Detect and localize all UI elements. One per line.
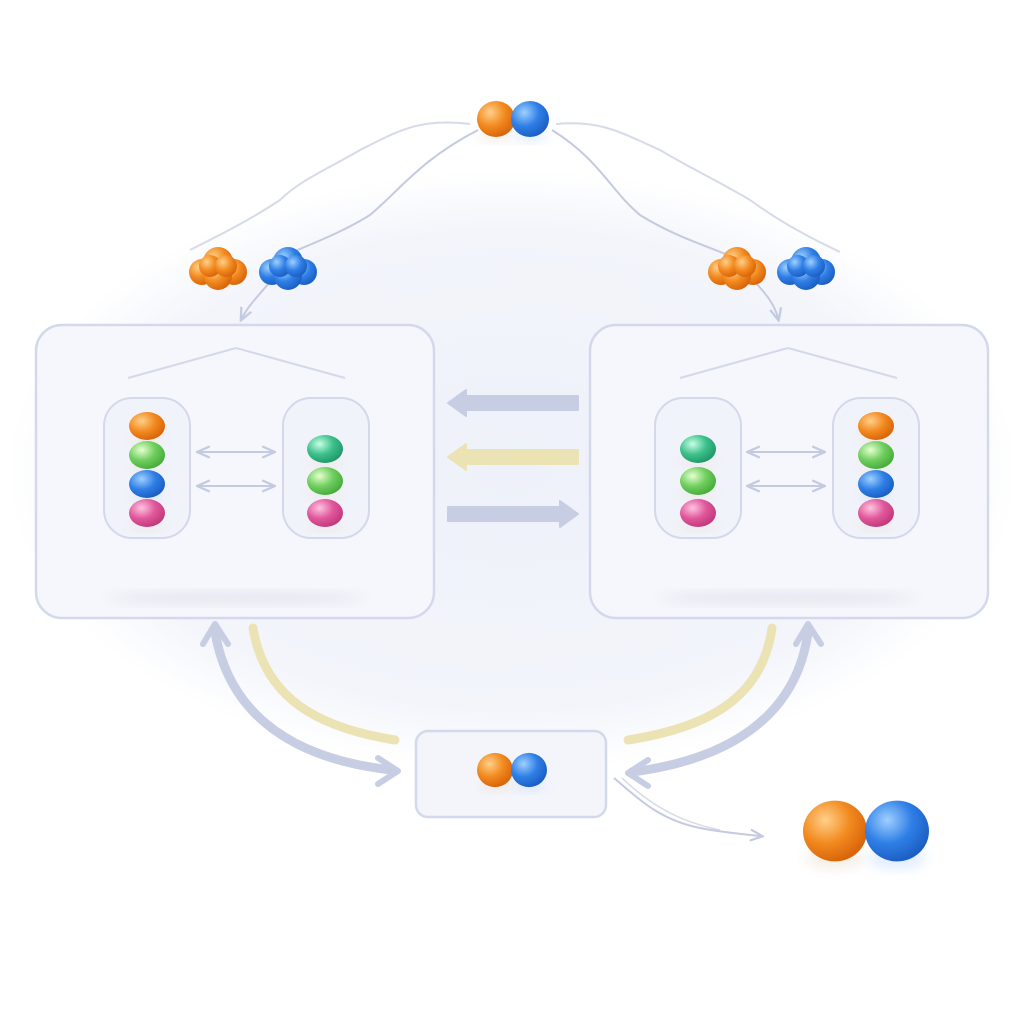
right-loop-arrow-head-up (793, 621, 824, 647)
exchange-arrow-1 (447, 389, 579, 417)
connector-top-right (551, 129, 761, 269)
bottom-molecule-atom-blue (511, 752, 547, 788)
left-panel (34, 323, 436, 620)
left-col1-bead-orange (129, 412, 165, 440)
top-molecule (477, 100, 549, 142)
output-connector-2 (621, 777, 721, 831)
connector-right-down (754, 281, 778, 318)
right-cloud-pair (708, 247, 835, 290)
left-col1-bead-pink (129, 499, 165, 527)
bottom-molecule-atom-orange (477, 752, 513, 788)
left-loop-arrow-head-down (375, 755, 401, 787)
right-panel-roof (679, 346, 898, 379)
right-panel (588, 323, 990, 620)
left-col2-bead-teal (307, 435, 343, 463)
output-molecule (803, 800, 929, 869)
right-panel-shadow (658, 592, 918, 604)
exchange-arrow-3 (447, 500, 579, 528)
left-panel-roof (127, 346, 346, 379)
top-molecule-atom-orange (477, 100, 515, 138)
right-col2-bead-orange (858, 412, 894, 440)
left-cloud-orange (189, 247, 247, 290)
background-halo (7, 170, 1017, 770)
left-panel-frame (34, 323, 436, 620)
connector-top-right-outer (555, 122, 841, 253)
exchange-arrows (447, 389, 579, 528)
connector-top-left-outer (189, 121, 471, 251)
right-col2-bead-pink (858, 499, 894, 527)
right-loop-arrow (627, 627, 813, 777)
right-cloud-orange (708, 247, 766, 290)
top-molecule-atom-blue (511, 100, 549, 138)
output-molecule-atom-blue (865, 800, 929, 862)
bottom-connectors (200, 621, 824, 836)
right-col1-bead-teal (680, 435, 716, 463)
connector-left-down (242, 281, 271, 318)
left-col2-bead-pink (307, 499, 343, 527)
left-loop-arrow-head-up (200, 621, 231, 647)
right-loop-highlight (623, 623, 777, 745)
right-col2-bead-green (858, 441, 894, 469)
output-molecule-atom-orange (803, 800, 867, 862)
left-loop-arrow (210, 627, 397, 775)
right-cloud-blue (777, 247, 835, 290)
right-col2-bead-blue (858, 470, 894, 498)
left-cloud-pair (189, 247, 317, 290)
right-loop-arrow-head-down (625, 757, 651, 789)
exchange-arrow-2 (447, 443, 579, 471)
right-panel-frame (588, 323, 990, 620)
bottom-box (414, 729, 608, 819)
left-panel-shadow (106, 592, 366, 604)
left-cloud-blue (259, 247, 317, 290)
left-col2-bead-green (307, 467, 343, 495)
left-loop-highlight (248, 623, 400, 745)
output-connector (613, 777, 760, 836)
left-col1-bead-blue (129, 470, 165, 498)
right-col1-bead-green (680, 467, 716, 495)
right-col1-bead-pink (680, 499, 716, 527)
left-col1-bead-green (129, 441, 165, 469)
